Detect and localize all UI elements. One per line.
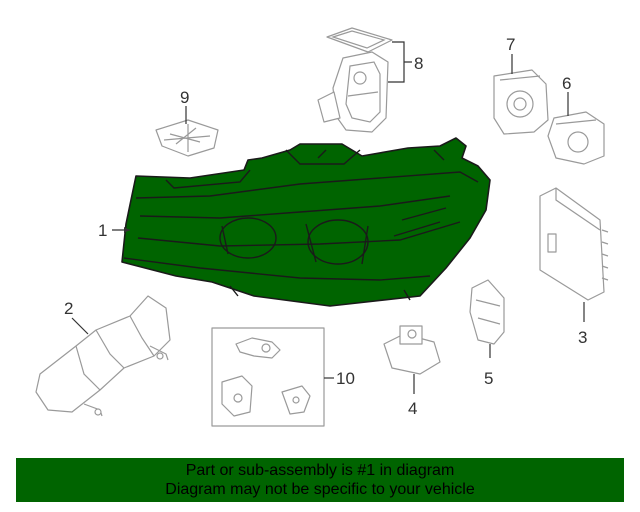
part-3-control-module[interactable] <box>539 187 609 301</box>
part-6-motor[interactable] <box>547 111 605 165</box>
callout-8: 8 <box>414 54 423 73</box>
part-2-bracket[interactable] <box>35 295 171 417</box>
part-4-igniter[interactable] <box>383 325 441 375</box>
part-5-module[interactable] <box>469 279 505 345</box>
leader-8 <box>388 41 412 83</box>
part-10-kit[interactable] <box>211 327 325 427</box>
callout-3: 3 <box>578 328 587 347</box>
part-9-cap[interactable] <box>155 119 219 157</box>
leader-1-arrow <box>124 227 130 233</box>
banner-line-2: Diagram may not be specific to your vehi… <box>165 481 475 498</box>
callout-9: 9 <box>180 88 189 107</box>
callout-2: 2 <box>64 299 73 318</box>
part-8-bracket[interactable] <box>317 27 393 133</box>
callout-7: 7 <box>506 35 515 54</box>
callout-6: 6 <box>562 74 571 93</box>
callout-1: 1 <box>98 221 107 240</box>
part-7-adjuster[interactable] <box>493 69 549 135</box>
parts-diagram: 8 9 7 6 3 <box>35 27 609 427</box>
info-banner: Part or sub-assembly is #1 in diagram Di… <box>16 458 624 502</box>
banner-line-1: Part or sub-assembly is #1 in diagram <box>185 462 455 479</box>
part-1-headlamp[interactable] <box>121 137 491 307</box>
callout-4: 4 <box>408 399 417 418</box>
callout-5: 5 <box>484 369 493 388</box>
leader-2 <box>71 317 89 335</box>
callout-10: 10 <box>336 369 355 388</box>
